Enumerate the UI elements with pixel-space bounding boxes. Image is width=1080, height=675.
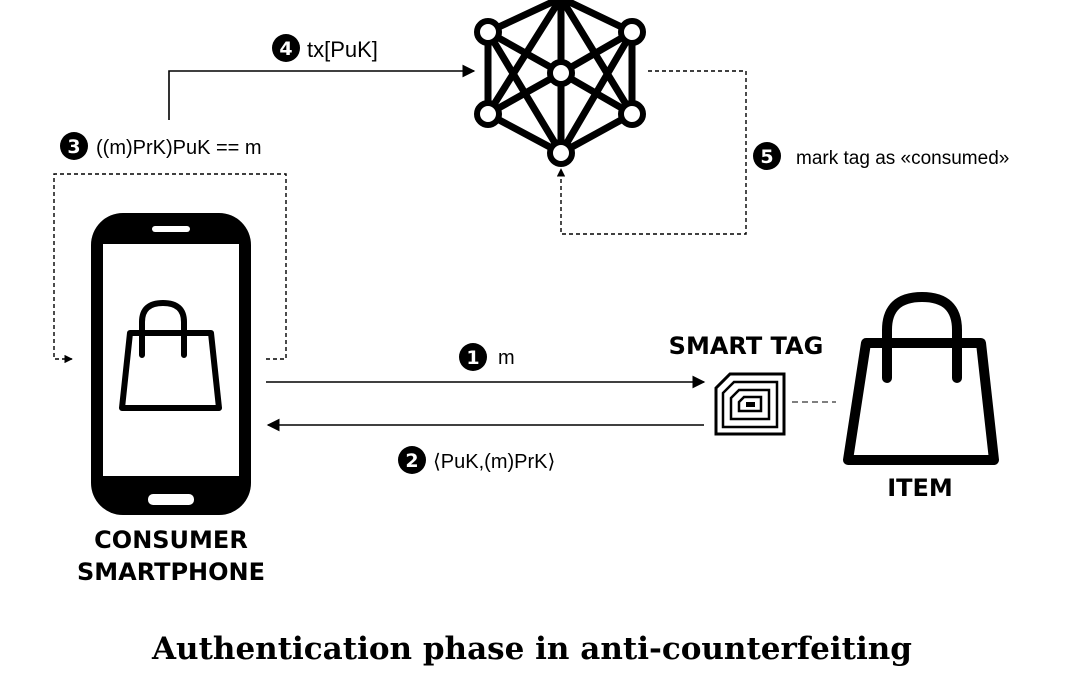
figure-caption: Authentication phase in anti-counterfeit… <box>151 631 912 667</box>
svg-text:5: 5 <box>760 146 773 168</box>
arrow-step-5 <box>556 70 747 235</box>
step-1-label: 1 m <box>459 343 515 371</box>
svg-text:4: 4 <box>279 38 292 60</box>
nfc-tag-icon <box>714 372 786 436</box>
arrow-step-3 <box>53 173 287 364</box>
step-3-label: 3 ((m)PrK)PuK == m <box>60 132 262 160</box>
svg-text:2: 2 <box>405 450 418 472</box>
smartphone-icon <box>91 213 251 515</box>
arrow-step-4 <box>168 64 476 120</box>
step-5-label: 5 mark tag as «consumed» <box>753 142 1009 170</box>
svg-text:3: 3 <box>67 136 80 158</box>
shopping-bag-icon <box>119 300 222 411</box>
svg-text:m: m <box>498 347 515 369</box>
smartphone-label-line2: SMARTPHONE <box>77 558 265 586</box>
smart-tag-label: SMART TAG <box>669 332 824 360</box>
blockchain-nodes <box>474 18 646 167</box>
smartphone-label-line1: CONSUMER <box>94 526 248 554</box>
svg-text:1: 1 <box>466 347 479 369</box>
step-2-label: 2 ⟨PuK,(m)PrK⟩ <box>398 446 555 474</box>
item-label: ITEM <box>887 474 953 502</box>
svg-text:⟨PuK,(m)PrK⟩: ⟨PuK,(m)PrK⟩ <box>433 451 555 473</box>
item-bag-icon <box>843 292 999 465</box>
svg-text:((m)PrK)PuK == m: ((m)PrK)PuK == m <box>96 137 262 159</box>
svg-text:mark tag as «consumed»: mark tag as «consumed» <box>796 148 1009 169</box>
svg-text:tx[PuK]: tx[PuK] <box>307 37 378 62</box>
step-4-label: 4 tx[PuK] <box>272 34 378 62</box>
